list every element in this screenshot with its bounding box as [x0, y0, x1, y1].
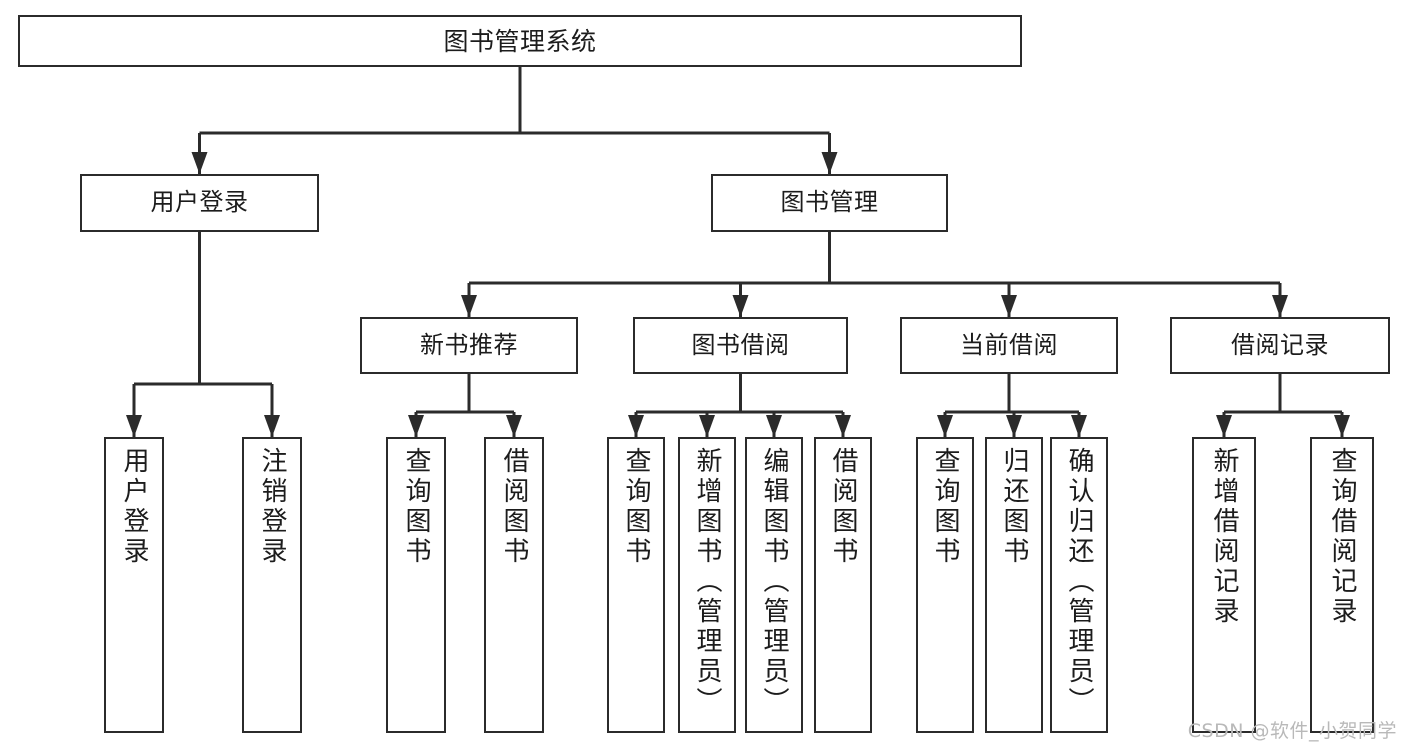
- node-leaf-user-login[interactable]: 用户登录: [104, 437, 164, 733]
- node-root[interactable]: 图书管理系统: [18, 15, 1022, 67]
- node-leaf-bb-edit[interactable]: 编辑图书（管理员）: [745, 437, 803, 733]
- node-label: 借阅图书: [499, 447, 529, 567]
- node-label: 注销登录: [257, 447, 287, 567]
- node-current-borrow[interactable]: 当前借阅: [900, 317, 1118, 374]
- node-label: 借阅图书: [828, 447, 858, 567]
- node-label: 当前借阅: [960, 330, 1058, 359]
- node-book-manage[interactable]: 图书管理: [711, 174, 948, 232]
- node-label: 新增图书（管理员）: [692, 447, 722, 717]
- node-leaf-bb-borrow[interactable]: 借阅图书: [814, 437, 872, 733]
- node-book-borrow[interactable]: 图书借阅: [633, 317, 848, 374]
- node-user-login[interactable]: 用户登录: [80, 174, 319, 232]
- node-label: 查询图书: [930, 447, 960, 567]
- node-label: 用户登录: [150, 188, 249, 217]
- node-leaf-rec-query[interactable]: 查询图书: [386, 437, 446, 733]
- node-label: 图书管理系统: [443, 26, 597, 56]
- node-leaf-br-add[interactable]: 新增借阅记录: [1192, 437, 1256, 733]
- node-label: 查询图书: [621, 447, 651, 567]
- node-label: 查询借阅记录: [1327, 447, 1357, 627]
- node-label: 图书管理: [780, 188, 879, 217]
- node-leaf-cb-confirm[interactable]: 确认归还（管理员）: [1050, 437, 1108, 733]
- node-label: 借阅记录: [1231, 330, 1329, 359]
- node-leaf-bb-query[interactable]: 查询图书: [607, 437, 665, 733]
- node-leaf-bb-add[interactable]: 新增图书（管理员）: [678, 437, 736, 733]
- node-leaf-user-logout[interactable]: 注销登录: [242, 437, 302, 733]
- node-leaf-cb-return[interactable]: 归还图书: [985, 437, 1043, 733]
- node-leaf-rec-borrow[interactable]: 借阅图书: [484, 437, 544, 733]
- node-new-book-rec[interactable]: 新书推荐: [360, 317, 578, 374]
- node-borrow-record[interactable]: 借阅记录: [1170, 317, 1390, 374]
- node-label: 新书推荐: [420, 330, 518, 359]
- node-label: 确认归还（管理员）: [1064, 447, 1094, 717]
- node-label: 新增借阅记录: [1209, 447, 1239, 627]
- node-label: 用户登录: [119, 447, 149, 567]
- node-label: 查询图书: [401, 447, 431, 567]
- node-label: 图书借阅: [691, 330, 790, 359]
- node-leaf-cb-query[interactable]: 查询图书: [916, 437, 974, 733]
- node-label: 编辑图书（管理员）: [759, 447, 789, 717]
- node-leaf-br-query[interactable]: 查询借阅记录: [1310, 437, 1374, 733]
- node-label: 归还图书: [999, 447, 1029, 567]
